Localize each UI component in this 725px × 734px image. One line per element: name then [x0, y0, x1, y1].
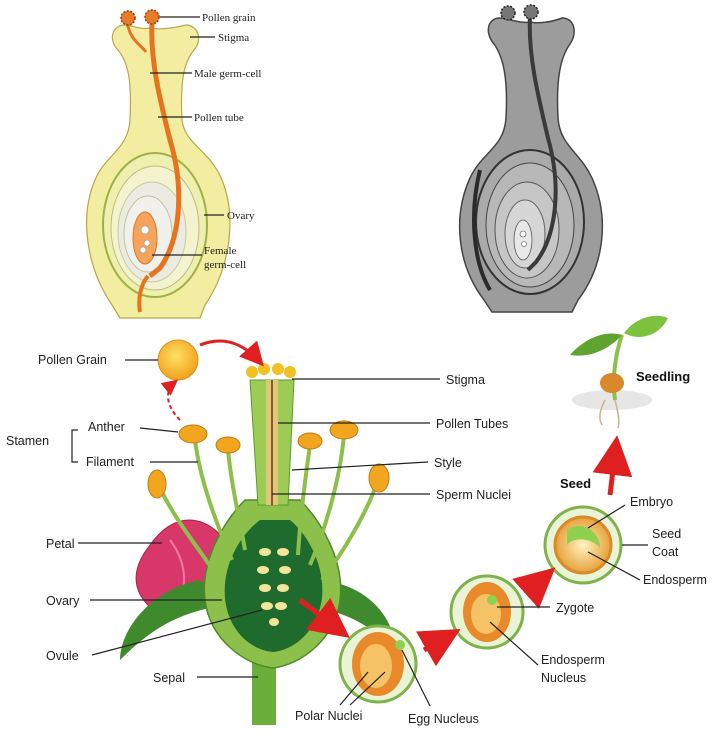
label-pollen-tube-top: Pollen tube	[194, 112, 244, 124]
label-egg-nucleus: Egg Nucleus	[408, 712, 479, 726]
label-endosperm-nucleus-1: Endosperm	[541, 653, 605, 667]
label-pollen-grain: Pollen Grain	[38, 353, 107, 367]
label-seed-coat-1: Seed	[652, 527, 681, 541]
label-seed-coat-2: Coat	[652, 545, 679, 559]
label-embryo: Embryo	[630, 495, 673, 509]
label-female-germ-cell-1: Female	[204, 245, 236, 257]
label-male-germ-cell: Male germ-cell	[194, 68, 262, 80]
label-seed: Seed	[560, 476, 591, 491]
label-pollen-grain-top: Pollen grain	[202, 12, 256, 24]
label-ovule: Ovule	[46, 649, 79, 663]
label-stigma: Stigma	[446, 373, 485, 387]
pistil-colored-illustration	[87, 10, 230, 318]
label-pollen-tubes: Pollen Tubes	[436, 417, 508, 431]
label-anther: Anther	[88, 420, 125, 434]
label-sepal: Sepal	[153, 671, 185, 685]
label-female-germ-cell-2: germ-cell	[204, 259, 246, 271]
pistil-greyscale-illustration	[460, 5, 603, 312]
label-seedling: Seedling	[636, 369, 690, 384]
label-polar-nuclei: Polar Nuclei	[295, 709, 362, 723]
label-endosperm-nucleus-2: Nucleus	[541, 671, 586, 685]
label-endosperm: Endosperm	[643, 573, 707, 587]
label-stamen: Stamen	[6, 434, 49, 448]
label-ovary: Ovary	[46, 594, 80, 608]
label-zygote: Zygote	[556, 601, 594, 615]
label-ovary-top: Ovary	[227, 210, 255, 222]
label-filament: Filament	[86, 455, 134, 469]
label-petal: Petal	[46, 537, 75, 551]
seed-circle	[530, 445, 621, 590]
label-style: Style	[434, 456, 462, 470]
label-stigma-top: Stigma	[218, 32, 249, 44]
label-sperm-nuclei: Sperm Nuclei	[436, 488, 511, 502]
